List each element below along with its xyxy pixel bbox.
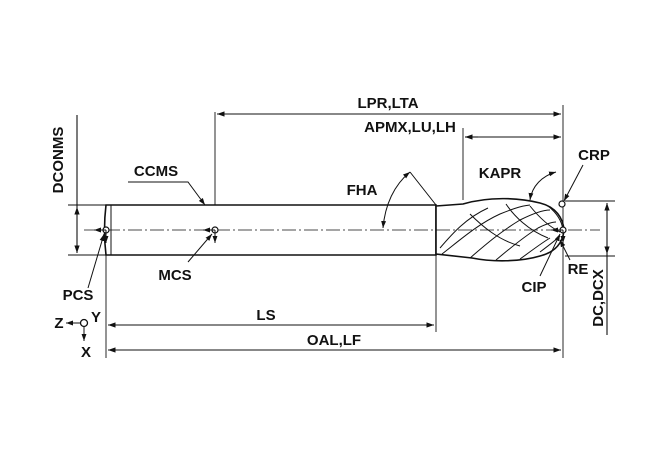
dimension-lines — [74, 111, 610, 353]
cip-label: CIP — [521, 279, 546, 296]
oal-lf-label: OAL,LF — [307, 332, 361, 349]
crp-label: CRP — [578, 147, 610, 164]
lpr-lta-label: LPR,LTA — [357, 95, 418, 112]
kapr-arc — [528, 171, 557, 201]
flute-section — [435, 197, 565, 262]
y-axis-label: Y — [91, 309, 101, 326]
z-axis-label: Z — [54, 315, 63, 332]
coordinate-axes-icon — [66, 318, 89, 341]
apmx-lu-lh-label: APMX,LU,LH — [364, 119, 456, 136]
reference-points — [94, 200, 567, 243]
pcs-label: PCS — [63, 287, 94, 304]
fha-label: FHA — [347, 182, 378, 199]
dconms-label: DCONMS — [50, 127, 67, 194]
ccms-label: CCMS — [134, 163, 178, 180]
crp-point — [558, 200, 566, 208]
leader-lines — [87, 164, 584, 289]
re-label: RE — [568, 261, 589, 278]
x-axis-label: X — [81, 344, 91, 361]
ls-label: LS — [256, 307, 275, 324]
kapr-label: KAPR — [479, 165, 522, 182]
dc-dcx-label: DC,DCX — [590, 269, 607, 327]
fha-arc — [381, 171, 411, 229]
extension-lines — [68, 105, 615, 358]
mcs-label: MCS — [158, 267, 191, 284]
